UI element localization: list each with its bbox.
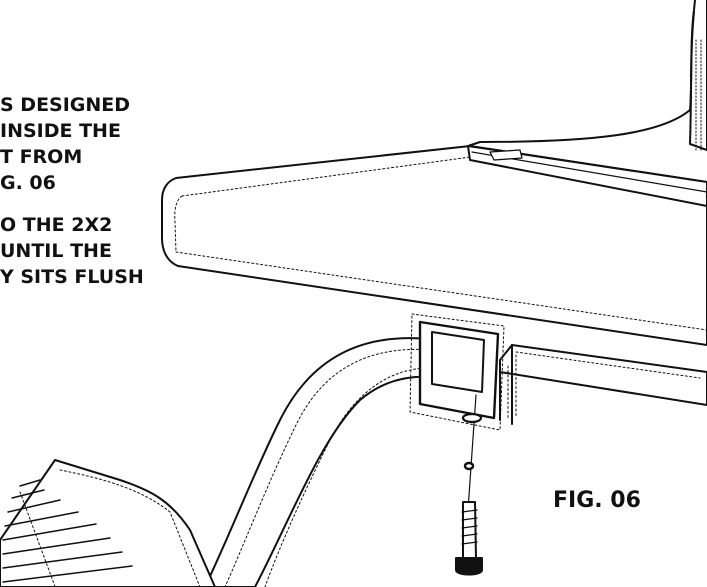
lock-washer-icon <box>463 461 475 471</box>
instruction-line: G. 06 <box>0 172 56 194</box>
backrest-panel <box>467 0 707 151</box>
assembly-instructions: S DESIGNED INSIDE THE T FROM G. 06 O THE… <box>0 92 200 290</box>
instruction-line: S DESIGNED <box>0 94 131 116</box>
washer-icon <box>461 412 483 424</box>
seat-frame-box <box>499 344 707 425</box>
crossbar-pad <box>0 459 216 587</box>
instruction-line: INSIDE THE <box>0 120 121 142</box>
leg-socket-plate <box>409 313 505 431</box>
paragraph-gap <box>0 196 200 212</box>
instruction-line: UNTIL THE <box>0 240 112 262</box>
instruction-line: T FROM <box>0 146 83 168</box>
leg-tube <box>204 337 441 587</box>
back-rail <box>467 145 707 207</box>
instruction-line: O THE 2X2 <box>0 214 113 236</box>
figure-label: FIG. 06 <box>553 488 641 513</box>
instruction-line: Y SITS FLUSH <box>0 266 144 288</box>
bolt-assembly <box>455 394 483 576</box>
bolt-head-icon <box>455 557 483 576</box>
